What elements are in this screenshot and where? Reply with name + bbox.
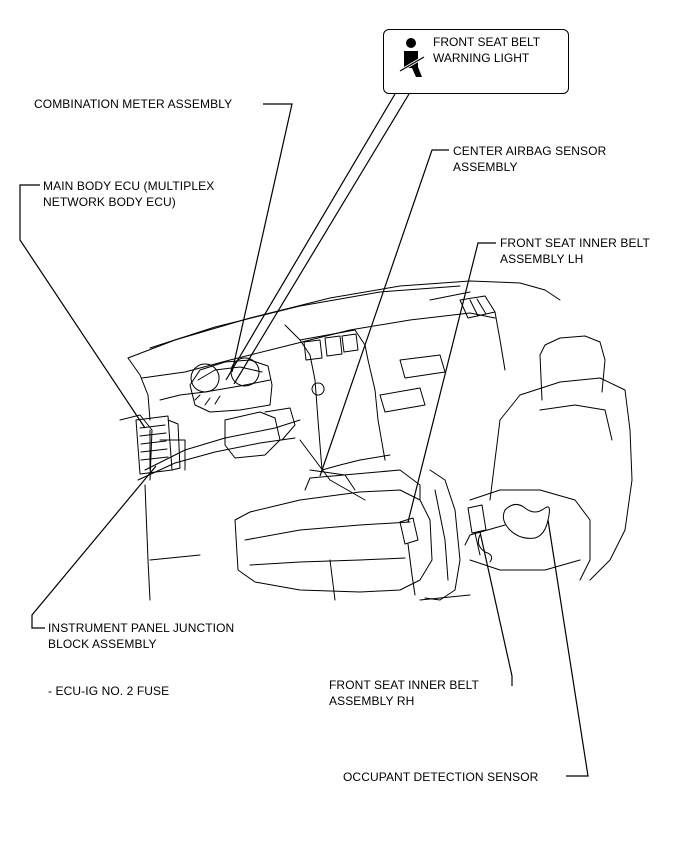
occupant-sensor-wiring: [502, 504, 550, 539]
combination-meter-label: COMBINATION METER ASSEMBLY: [34, 97, 233, 111]
inner-belt-lh-label: FRONT SEAT INNER BELT ASSEMBLY LH: [500, 236, 650, 266]
junction-block-label: INSTRUMENT PANEL JUNCTION BLOCK ASSEMBLY: [48, 621, 235, 651]
center-airbag-label: CENTER AIRBAG SENSOR ASSEMBLY: [453, 144, 607, 174]
occupant-sensor-label: OCCUPANT DETECTION SENSOR: [343, 770, 539, 784]
dashboard-outline: [127, 280, 561, 359]
front-seat-cushion: [234, 489, 433, 593]
combination-meter-shape: [189, 359, 273, 413]
warning-light-label: FRONT SEAT BELT WARNING LIGHT: [433, 35, 541, 65]
main-body-ecu-label: MAIN BODY ECU (MULTIPLEX NETWORK BODY EC…: [43, 179, 215, 209]
inner-belt-rh-label: FRONT SEAT INNER BELT ASSEMBLY RH: [329, 678, 479, 708]
inner-belt-rh-buckle: [467, 504, 487, 534]
right-seat-back: [499, 377, 633, 581]
fuse-label: - ECU-IG NO. 2 FUSE: [48, 684, 170, 698]
seat-belt-warning-icon: [399, 38, 425, 77]
